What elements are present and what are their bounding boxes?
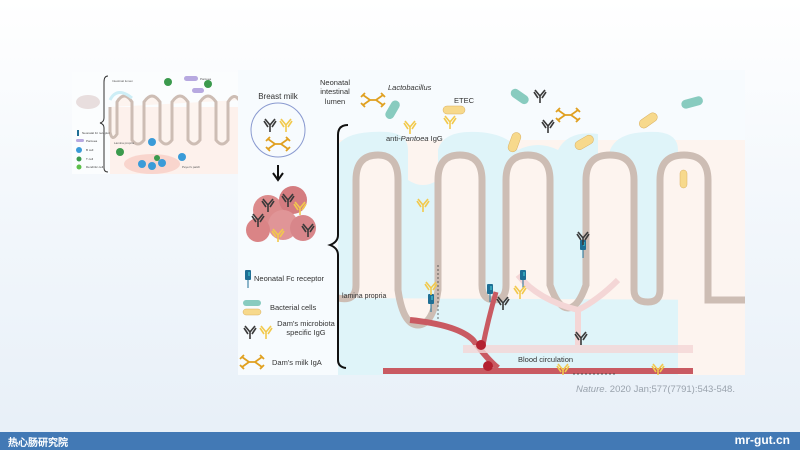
inset-legend-label: Neonatal Fc receptor — [82, 131, 110, 135]
footer-site[interactable]: mr-gut.cn — [734, 433, 790, 447]
inset-lamina-label: Lamina propria — [114, 141, 134, 145]
b-cell-icon — [178, 153, 186, 161]
bacterium-icon — [510, 88, 529, 105]
lactobacillus-icon — [385, 100, 400, 120]
igg-antibody-icon — [263, 118, 277, 133]
inset-legend-label: B cell — [86, 148, 94, 152]
mouse-icon — [76, 95, 100, 109]
etec-icon — [442, 105, 466, 115]
inset-legend: Neonatal Fc receptor Pantoea B cell T ce… — [76, 130, 110, 170]
b-cell-icon — [148, 162, 156, 170]
inset-lumen-label: Intestinal lumen — [112, 79, 133, 83]
b-cell-icon — [158, 159, 166, 167]
t-cell-icon — [76, 156, 82, 162]
breast-milk-circle — [250, 102, 306, 158]
igg-antibody-icon — [443, 115, 457, 130]
neonatal-fc-receptor-icon — [77, 130, 79, 136]
igg-antibody-icon — [533, 89, 547, 104]
igg-antibody-icon — [243, 325, 257, 340]
inset-brace — [99, 75, 109, 173]
inset-legend-label: Pantoea — [86, 139, 98, 143]
citation: Nature. 2020 Jan;577(7791):543-548. — [576, 384, 735, 395]
legend-label: Dam's microbiota specific IgG — [277, 319, 335, 337]
blood-vessels — [383, 273, 693, 374]
lactobacillus-label: Lactobacillus — [388, 83, 432, 92]
bacterium-icon — [681, 96, 703, 109]
main-illustration: Breast milk Neonatal Fc receptor Bacteri… — [239, 78, 745, 378]
intestinal-villi — [337, 151, 745, 329]
bacterium-icon — [204, 80, 212, 88]
main-blood-vessel — [383, 368, 693, 374]
dendritic-cell-icon — [116, 148, 124, 156]
bacterium-icon — [507, 132, 522, 153]
inset-mucus — [108, 91, 133, 101]
bacterium-icon — [639, 112, 658, 129]
inset-pantoea-label: Pantoea — [200, 77, 212, 81]
t-cell-icon — [154, 155, 160, 161]
inset-legend-label: Dendritic cell — [86, 165, 104, 169]
legend-label: Bacterial cells — [270, 303, 317, 312]
inset-villi — [108, 94, 241, 146]
footer-brand: 热心肠研究院 — [8, 438, 68, 449]
main-legend: Neonatal Fc receptor Bacterial cells Dam… — [239, 269, 335, 370]
red-blood-cell-icon — [476, 340, 486, 350]
bacterial-cells-icon — [242, 308, 262, 316]
inset-diagram: Intestinal lumen Pantoea Lamina propria … — [72, 72, 241, 174]
red-blood-cell-icon — [483, 361, 493, 371]
b-cell-icon — [76, 147, 82, 153]
footer-bar: 热心肠研究院 mr-gut.cn — [0, 432, 800, 450]
igg-antibody-icon — [403, 120, 417, 135]
iga-antibody-icon — [239, 354, 265, 370]
breast-milk-label: Breast milk — [258, 92, 299, 101]
iga-antibody-icon — [265, 136, 291, 152]
pantoea-bacterium-icon — [184, 76, 198, 81]
etec-label: ETEC — [454, 96, 475, 105]
neonatal-pups-icon — [246, 186, 316, 243]
neonatal-fc-receptor-icon — [244, 269, 252, 289]
main-brace — [327, 124, 349, 369]
inset-legend-label: T cell — [86, 157, 93, 161]
arrow-down-icon — [272, 165, 284, 182]
legend-label: Dam's milk IgA — [272, 358, 322, 367]
legend-label: Neonatal Fc receptor — [254, 274, 325, 283]
anti-pantoea-igg-label: anti-Pantoea IgG — [386, 134, 443, 143]
igg-antibody-icon — [259, 325, 273, 340]
b-cell-icon — [138, 160, 146, 168]
bacterial-cells-icon — [243, 300, 261, 306]
pantoea-bacterium-icon — [76, 139, 84, 142]
bacterium-icon — [164, 78, 172, 86]
blood-circulation-label: Blood circulation — [518, 355, 573, 364]
main-diagram: Breast milk Neonatal Fc receptor Bacteri… — [238, 70, 745, 378]
b-cell-icon — [148, 138, 156, 146]
iga-antibody-icon — [360, 92, 386, 108]
igg-antibody-icon — [279, 118, 293, 133]
bacterium-icon — [574, 134, 594, 150]
inset-illustration: Intestinal lumen Pantoea Lamina propria … — [76, 75, 241, 174]
pantoea-bacterium-icon — [192, 88, 204, 93]
bacterium-icon — [679, 169, 688, 189]
dendritic-cell-icon — [76, 164, 82, 170]
inset-peyers-label: Peyer's patch — [182, 165, 200, 169]
lumen-label: Neonatal intestinal lumen — [319, 78, 351, 106]
iga-antibody-icon — [555, 107, 581, 123]
igg-antibody-icon — [541, 119, 555, 134]
lamina-propria-label: lamina propria — [342, 293, 386, 300]
